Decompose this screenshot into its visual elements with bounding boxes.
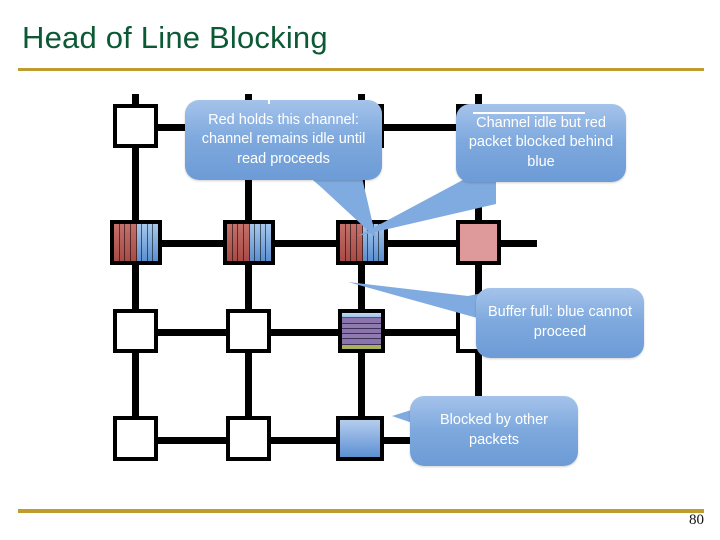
link-h-r4-c2c3 (268, 437, 340, 444)
stripe-red (227, 224, 233, 261)
link-v-c4-r3r4 (475, 352, 482, 416)
callout-tail-buffer-full (348, 282, 508, 330)
node-edge-fragment (473, 112, 585, 114)
router-r4-c2[interactable] (226, 416, 271, 461)
stripe-blue (373, 224, 380, 261)
stripe-blue (136, 224, 143, 261)
router-r1-c1[interactable] (113, 104, 158, 148)
callout-text: Red holds this channel: channel remains … (201, 111, 366, 167)
stripe-red (351, 224, 357, 261)
stripe-red (232, 224, 239, 261)
link-v-c2-r3r4 (245, 352, 252, 416)
page-title: Head of Line Blocking (22, 20, 328, 55)
stripe-red (114, 224, 120, 261)
stripe-red (119, 224, 126, 261)
stripe-red (238, 224, 244, 261)
link-h-r3-c2c3 (268, 329, 340, 336)
callout-text: Buffer full: blue cannot proceed (487, 304, 633, 340)
link-v-c2-r2r3 (245, 265, 252, 311)
link-v-c1-r1r2 (132, 148, 139, 222)
title-divider (18, 68, 704, 71)
link-h-r2-c3c4 (381, 240, 459, 247)
callout-text: Blocked by other packets (439, 412, 548, 448)
stripe-blue (153, 224, 158, 261)
stripe-blue (266, 224, 271, 261)
router-r3-c2[interactable] (226, 309, 271, 353)
callout-text: Channel idle but red packet blocked behi… (468, 114, 614, 170)
link-h-r1-c3c4 (381, 124, 459, 131)
link-h-r2-c4e (497, 240, 537, 247)
band-purple (342, 339, 381, 345)
band-purple (342, 323, 381, 329)
link-v-c1-r2r3 (132, 265, 139, 311)
link-h-r2-c2c3 (268, 240, 340, 247)
stripe-blue (249, 224, 256, 261)
stripe-blue (142, 224, 148, 261)
stripe-blue (147, 224, 154, 261)
band-olive (342, 344, 381, 349)
link-h-r3-c1c2 (155, 329, 227, 336)
router-r3-c1[interactable] (113, 309, 158, 353)
callout-blocked-by-other[interactable]: Blocked by other packets (410, 396, 578, 466)
callout-red-holds-channel[interactable]: Red holds this channel: channel remains … (185, 100, 382, 180)
stripe-red (125, 224, 131, 261)
link-v-c3-r3r4 (358, 352, 365, 416)
blue-packet-r4-c3[interactable] (336, 416, 384, 461)
link-v-c1-r3r4 (132, 352, 139, 416)
page-number: 80 (689, 512, 704, 528)
callout-tail-channel-idle (358, 168, 498, 238)
callout-channel-idle[interactable]: Channel idle but red packet blocked behi… (456, 104, 626, 182)
link-v-c3-r2r3 (358, 265, 365, 311)
red-packet-r2-c4[interactable] (456, 220, 501, 265)
stripe-red (340, 224, 346, 261)
link-h-r2-c1c2 (155, 240, 227, 247)
stripe-red (345, 224, 352, 261)
stripe-blue (362, 224, 369, 261)
stripe-red (243, 224, 250, 261)
buffer-r2-c1[interactable] (110, 220, 162, 265)
full-buffer-r3-c3[interactable] (338, 309, 385, 353)
link-h-r4-c1c2 (155, 437, 227, 444)
stripe-blue (255, 224, 261, 261)
stripe-red (356, 224, 363, 261)
link-h-r3-c3c4 (381, 329, 459, 336)
link-v-c4-r2r3 (475, 265, 482, 311)
band-purple (342, 318, 381, 324)
stripe-blue (379, 224, 384, 261)
buffer-bands (342, 313, 381, 349)
band-purple (342, 334, 381, 340)
stripe-blue (260, 224, 267, 261)
packet-stripes (114, 224, 158, 261)
packet-stripes (340, 224, 384, 261)
callout-buffer-full[interactable]: Buffer full: blue cannot proceed (476, 288, 644, 358)
band-purple (342, 328, 381, 335)
footer-divider (18, 509, 704, 513)
buffer-r2-c2[interactable] (223, 220, 275, 265)
link-v-c2-r1r2 (245, 148, 252, 222)
packet-stripes (227, 224, 271, 261)
stripe-red (130, 224, 137, 261)
stripe-blue (368, 224, 374, 261)
band-light-blue (342, 313, 381, 319)
node-edge-fragment (268, 96, 270, 104)
router-r4-c1[interactable] (113, 416, 158, 461)
